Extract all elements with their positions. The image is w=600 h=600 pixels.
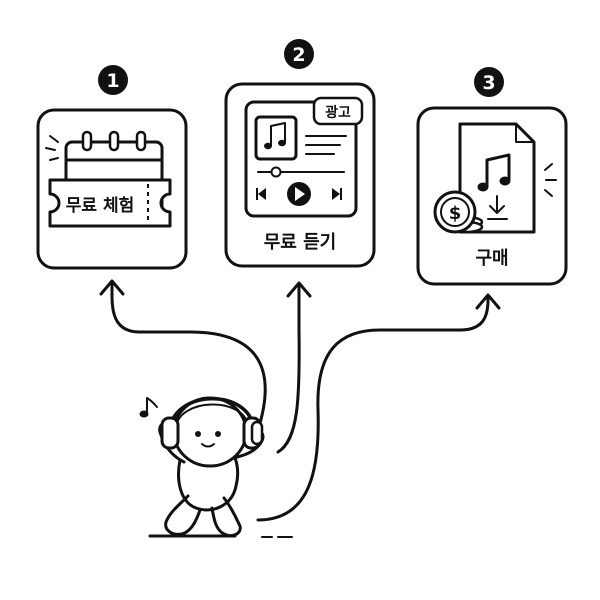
step-2-label: 무료 듣기 [264,232,337,253]
step-3-card: $ 구매 [416,106,568,286]
headphones-icon [160,397,264,450]
step-3-number: 3 [482,72,495,94]
previous-icon [256,188,266,200]
play-icon [287,182,311,206]
music-player-icon [244,100,358,218]
arrow-to-step-3 [256,293,501,522]
arrow-to-step-1 [99,279,267,432]
ticket-icon: 무료 체험 [48,178,172,228]
sparkle-lines [544,163,557,197]
step-1-label: 무료 체험 [66,195,134,216]
step-1-card: 무료 체험 [36,108,188,270]
step-1-badge: 1 [98,65,128,95]
step-2-number: 2 [292,44,305,66]
step-1-number: 1 [106,70,119,92]
step-3-label: 구매 [475,248,508,269]
step-2-badge: 2 [284,39,314,69]
music-note-icon [264,122,286,150]
download-icon [487,195,508,220]
coin-icon: $ [433,190,484,234]
coin-symbol: $ [449,203,462,224]
listening-character [139,396,293,538]
ad-badge-label: 광고 [325,104,351,121]
step-2-card: 광고 무료 듣기 [224,82,376,268]
next-icon [332,188,342,200]
ad-badge: 광고 [312,96,364,126]
music-note-icon [139,397,158,418]
step-3-badge: 3 [474,67,504,97]
arrow-to-step-2 [276,281,312,454]
